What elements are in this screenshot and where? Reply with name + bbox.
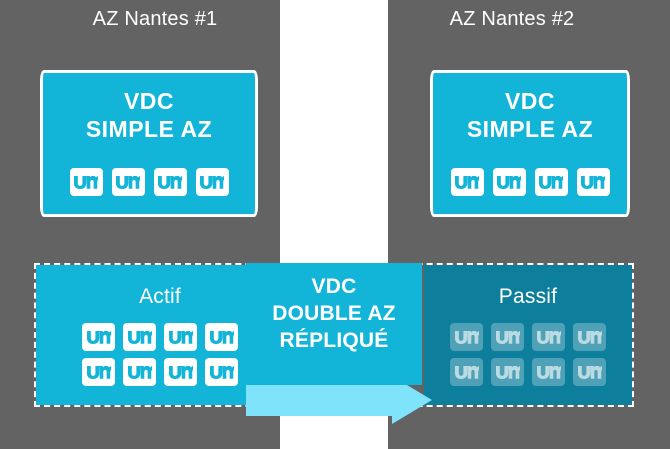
vm-icon: [205, 323, 238, 351]
replication-line3: RÉPLIQUÉ: [279, 329, 389, 352]
replication-heading: VDC DOUBLE AZ RÉPLIQUÉ: [246, 273, 422, 354]
vm-icon: [576, 168, 610, 196]
vm-icon: [111, 168, 145, 196]
vdc-card-left-vm-row: [43, 168, 255, 196]
vdc-card-right-heading: VDC SIMPLE AZ: [433, 87, 627, 143]
vm-icon: [153, 168, 187, 196]
vm-icon: [82, 323, 115, 351]
vm-icon: [573, 358, 606, 386]
vdc-double-az-container: Actif Passif: [34, 263, 634, 407]
vdc-card-right-line2: SIMPLE AZ: [466, 116, 594, 142]
actif-title: Actif: [139, 285, 181, 308]
vm-icon: [573, 323, 606, 351]
vdc-simple-az-card-right: VDC SIMPLE AZ: [430, 70, 630, 217]
vm-icon: [205, 358, 238, 386]
vdc-double-az-replique-block: VDC DOUBLE AZ RÉPLIQUÉ: [246, 263, 422, 385]
vm-row: [82, 358, 238, 386]
vm-row: [450, 323, 606, 351]
replication-line1: VDC: [311, 275, 357, 298]
vm-icon: [123, 358, 156, 386]
actif-pane: Actif: [36, 265, 284, 405]
passif-vm-grid: [424, 323, 632, 386]
vdc-card-right-vm-row: [433, 168, 627, 196]
vm-icon: [195, 168, 229, 196]
actif-vm-grid: [36, 323, 284, 386]
vm-icon: [491, 358, 524, 386]
vdc-simple-az-card-left: VDC SIMPLE AZ: [40, 70, 258, 217]
vm-icon: [491, 323, 524, 351]
vdc-card-left-heading: VDC SIMPLE AZ: [43, 87, 255, 143]
vdc-card-right-line1: VDC: [504, 88, 556, 114]
vm-icon: [450, 358, 483, 386]
vm-icon: [532, 358, 565, 386]
vm-row: [450, 358, 606, 386]
vm-icon: [532, 323, 565, 351]
vdc-card-left-line2: SIMPLE AZ: [85, 116, 213, 142]
vm-icon: [492, 168, 526, 196]
vm-row: [82, 323, 238, 351]
vm-icon: [164, 358, 197, 386]
vdc-card-left-line1: VDC: [123, 88, 175, 114]
vm-icon: [534, 168, 568, 196]
vm-icon: [450, 168, 484, 196]
vm-icon: [450, 323, 483, 351]
az-title-left: AZ Nantes #1: [92, 8, 218, 30]
passif-title: Passif: [498, 285, 558, 308]
vm-icon: [164, 323, 197, 351]
vm-icon: [82, 358, 115, 386]
vm-icon: [69, 168, 103, 196]
az-title-right: AZ Nantes #2: [449, 8, 575, 30]
passif-pane: Passif: [424, 265, 632, 405]
replication-line2: DOUBLE AZ: [272, 302, 396, 325]
vm-icon: [123, 323, 156, 351]
